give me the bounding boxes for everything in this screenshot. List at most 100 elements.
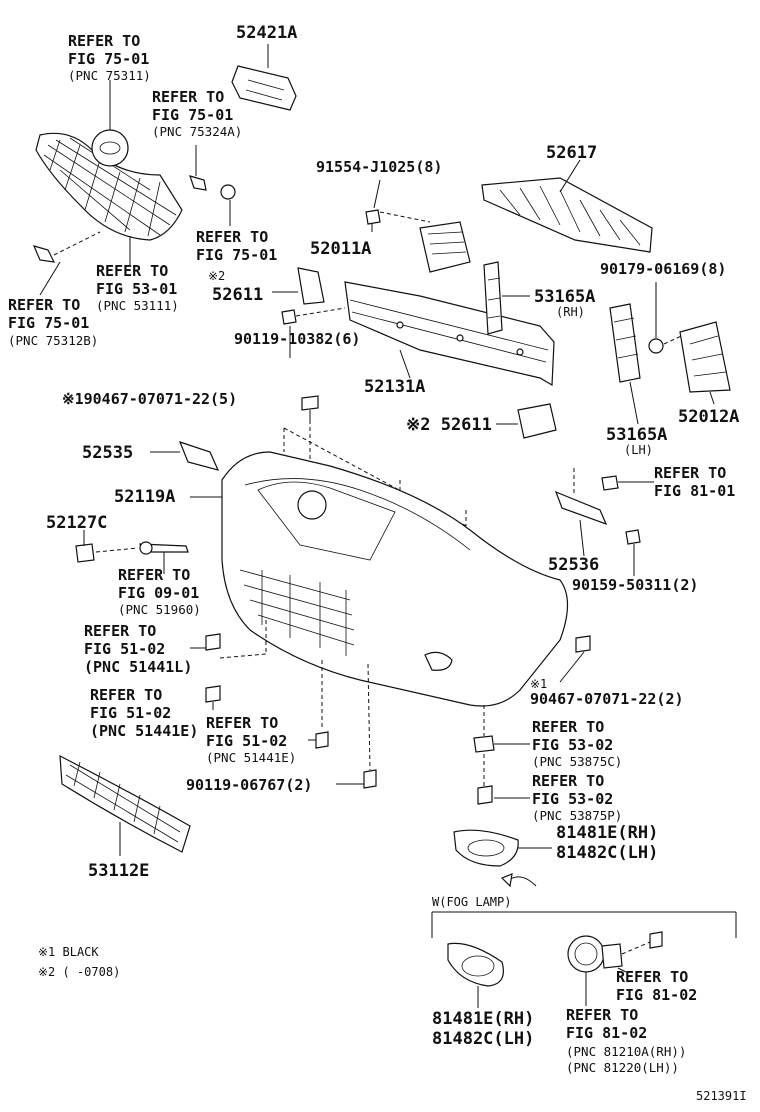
ref-5102b-line3: (PNC 51441E) <box>90 722 198 740</box>
label-81481e-top: 81481E(RH) <box>556 823 658 843</box>
label-81482c-bottom: 81482C(LH) <box>432 1029 534 1049</box>
label-53112e: 53112E <box>88 861 149 881</box>
ref-5102a-line2: FIG 51-02 <box>84 640 165 658</box>
ref-grille-5-line2: FIG 75-01 <box>8 314 89 332</box>
label-52536: 52536 <box>548 555 599 575</box>
label-rh: (RH) <box>556 305 585 319</box>
part-52011a-drawing <box>419 221 471 273</box>
part-52611-left-drawing <box>272 267 325 305</box>
label-81481e-bottom: 81481E(RH) <box>432 1009 534 1029</box>
ref-5302a-line1: REFER TO <box>532 718 604 736</box>
part-52611-right-drawing <box>496 403 557 439</box>
label-52611-right: ※2 52611 <box>406 415 492 435</box>
ref-0901-line3: (PNC 51960) <box>118 602 201 617</box>
part-52012a-drawing <box>679 321 731 405</box>
ref-0901-line1: REFER TO <box>118 566 190 584</box>
ref-8102a-line2: FIG 81-02 <box>616 986 697 1004</box>
part-52119a-bumper-drawing <box>190 451 569 707</box>
ref-grille-4-line3: (PNC 53111) <box>96 298 179 313</box>
ref-5102c-line2: FIG 51-02 <box>206 732 287 750</box>
label-90467b: 90467-07071-22(2) <box>530 690 684 708</box>
label-53165a-lh: 53165A <box>606 425 667 445</box>
label-52535: 52535 <box>82 443 133 463</box>
part-53165a-rh-drawing <box>483 261 530 335</box>
ref-811-line2: FIG 81-01 <box>654 482 735 500</box>
label-lh: (LH) <box>624 443 653 457</box>
ref-grille-5-line3: (PNC 75312B) <box>8 333 98 348</box>
part-52421a-drawing <box>231 44 297 111</box>
part-52535-drawing <box>150 441 220 471</box>
label-52617: 52617 <box>546 143 597 163</box>
ref-811-line1: REFER TO <box>654 464 726 482</box>
label-fog-lamp: W(FOG LAMP) <box>432 895 511 909</box>
label-mark2-left: ※2 <box>208 269 225 283</box>
ref-0901-line2: FIG 09-01 <box>118 584 199 602</box>
label-52127c: 52127C <box>46 513 107 533</box>
label-90119b: 90119-06767(2) <box>186 776 312 794</box>
note-2: ※2 ( -0708) <box>38 965 120 979</box>
ref-grille-2-line3: (PNC 75324A) <box>152 124 242 139</box>
ref-5302a-line3: (PNC 53875C) <box>532 754 622 769</box>
lower-right-fasteners-drawing <box>473 705 530 805</box>
ref-5102b-line1: REFER TO <box>90 686 162 704</box>
ref-grille-3-line1: REFER TO <box>196 228 268 246</box>
ref-5102c-line3: (PNC 51441E) <box>206 750 296 765</box>
ref-grille-1-line3: (PNC 75311) <box>68 68 151 83</box>
label-90119a: 90119-10382(6) <box>234 330 360 348</box>
ref-8102b-line2: FIG 81-02 <box>566 1024 647 1042</box>
ref-grille-1-line2: FIG 75-01 <box>68 50 149 68</box>
lower-left-fasteners-drawing <box>190 620 377 789</box>
ref-5302a-line2: FIG 53-02 <box>532 736 613 754</box>
ref-8102b-line4: (PNC 81220(LH)) <box>566 1060 679 1075</box>
label-mark1: ※1 <box>530 677 547 691</box>
figure-id: 521391I <box>696 1089 747 1103</box>
ref-grille-4-line1: REFER TO <box>96 262 168 280</box>
label-90467a: ※190467-07071-22(5) <box>62 390 237 408</box>
ref-5102a-line1: REFER TO <box>84 622 156 640</box>
label-52119a: 52119A <box>114 487 175 507</box>
ref-8102a-line1: REFER TO <box>616 968 688 986</box>
part-53165a-lh-drawing <box>609 303 641 425</box>
label-52421a: 52421A <box>236 23 297 43</box>
note-1: ※1 BLACK <box>38 945 99 959</box>
ref-5302b-line2: FIG 53-02 <box>532 790 613 808</box>
label-52012a: 52012A <box>678 407 739 427</box>
label-90159: 90159-50311(2) <box>572 576 698 594</box>
ref-grille-4-line2: FIG 53-01 <box>96 280 177 298</box>
grille-clips-drawing <box>189 145 236 226</box>
fog-lamp-bracket-drawing <box>431 911 737 938</box>
ref-5102c-line1: REFER TO <box>206 714 278 732</box>
label-52611-left: 52611 <box>212 285 263 305</box>
label-52011a: 52011A <box>310 239 371 259</box>
ref-grille-5-line1: REFER TO <box>8 296 80 314</box>
ref-8102b-line3: (PNC 81210A(RH)) <box>566 1044 686 1059</box>
part-52536-drawing <box>554 468 654 576</box>
ref-grille-3-line2: FIG 75-01 <box>196 246 277 264</box>
part-52131a-drawing <box>344 281 555 387</box>
bolt-91554-drawing <box>365 179 431 232</box>
label-52131a: 52131A <box>364 377 425 397</box>
ref-grille-1-line1: REFER TO <box>68 32 140 50</box>
label-90179: 90179-06169(8) <box>600 260 726 278</box>
bolt-90119a-drawing <box>281 307 346 358</box>
part-52617-drawing <box>481 159 653 253</box>
fog-cover-bottom-drawing <box>447 942 504 1008</box>
part-53112e-drawing <box>59 754 191 856</box>
label-53165a-rh: 53165A <box>534 287 595 307</box>
ref-5302b-line3: (PNC 53875P) <box>532 808 622 823</box>
clip-90467b-drawing <box>559 635 591 683</box>
ref-grille-2-line1: REFER TO <box>152 88 224 106</box>
ref-grille-2-line2: FIG 75-01 <box>152 106 233 124</box>
ref-5102a-line3: (PNC 51441L) <box>84 658 192 676</box>
fog-cover-top-drawing <box>453 829 552 888</box>
ref-5102b-line2: FIG 51-02 <box>90 704 171 722</box>
upper-grille-drawing <box>32 80 183 296</box>
ref-5302b-line1: REFER TO <box>532 772 604 790</box>
label-91554: 91554-J1025(8) <box>316 158 442 176</box>
ref-8102b-line1: REFER TO <box>566 1006 638 1024</box>
part-52127c-drawing <box>75 530 189 574</box>
fog-lamp-drawing <box>567 931 663 1006</box>
labels: 52421A REFER TO FIG 75-01 (PNC 75311) RE… <box>8 23 747 1103</box>
label-81482c-top: 81482C(LH) <box>556 843 658 863</box>
